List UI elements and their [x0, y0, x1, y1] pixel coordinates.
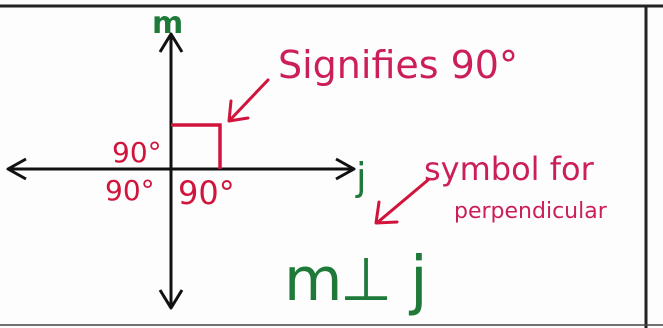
line-m — [158, 32, 184, 310]
angle-label-bottom-left: 90° — [105, 174, 155, 207]
perpendicular-symbol-icon: ⊥ — [340, 245, 392, 315]
right-angle-note-arrow — [227, 78, 270, 123]
line-m-top-arrow — [158, 32, 184, 53]
line-j-right-arrow — [335, 157, 356, 181]
perp-note-line2: perpendicular — [454, 199, 608, 224]
angle-label-top-left: 90° — [112, 136, 162, 169]
line-j-left-arrow — [6, 157, 27, 181]
perp-note-line1: symbol for — [424, 150, 595, 188]
perp-note-arrow — [374, 178, 430, 225]
right-angle-marker — [171, 123, 222, 169]
line-j-label: j — [355, 155, 367, 199]
line-j — [6, 157, 356, 181]
perp-expression-j: j — [408, 244, 428, 318]
angle-label-bottom-right: 90° — [178, 174, 235, 212]
perp-expression-m: m — [284, 245, 342, 315]
line-m-label: m — [152, 6, 183, 41]
right-angle-note: Signifies 90° — [278, 43, 518, 87]
line-m-bottom-arrow — [158, 289, 184, 310]
